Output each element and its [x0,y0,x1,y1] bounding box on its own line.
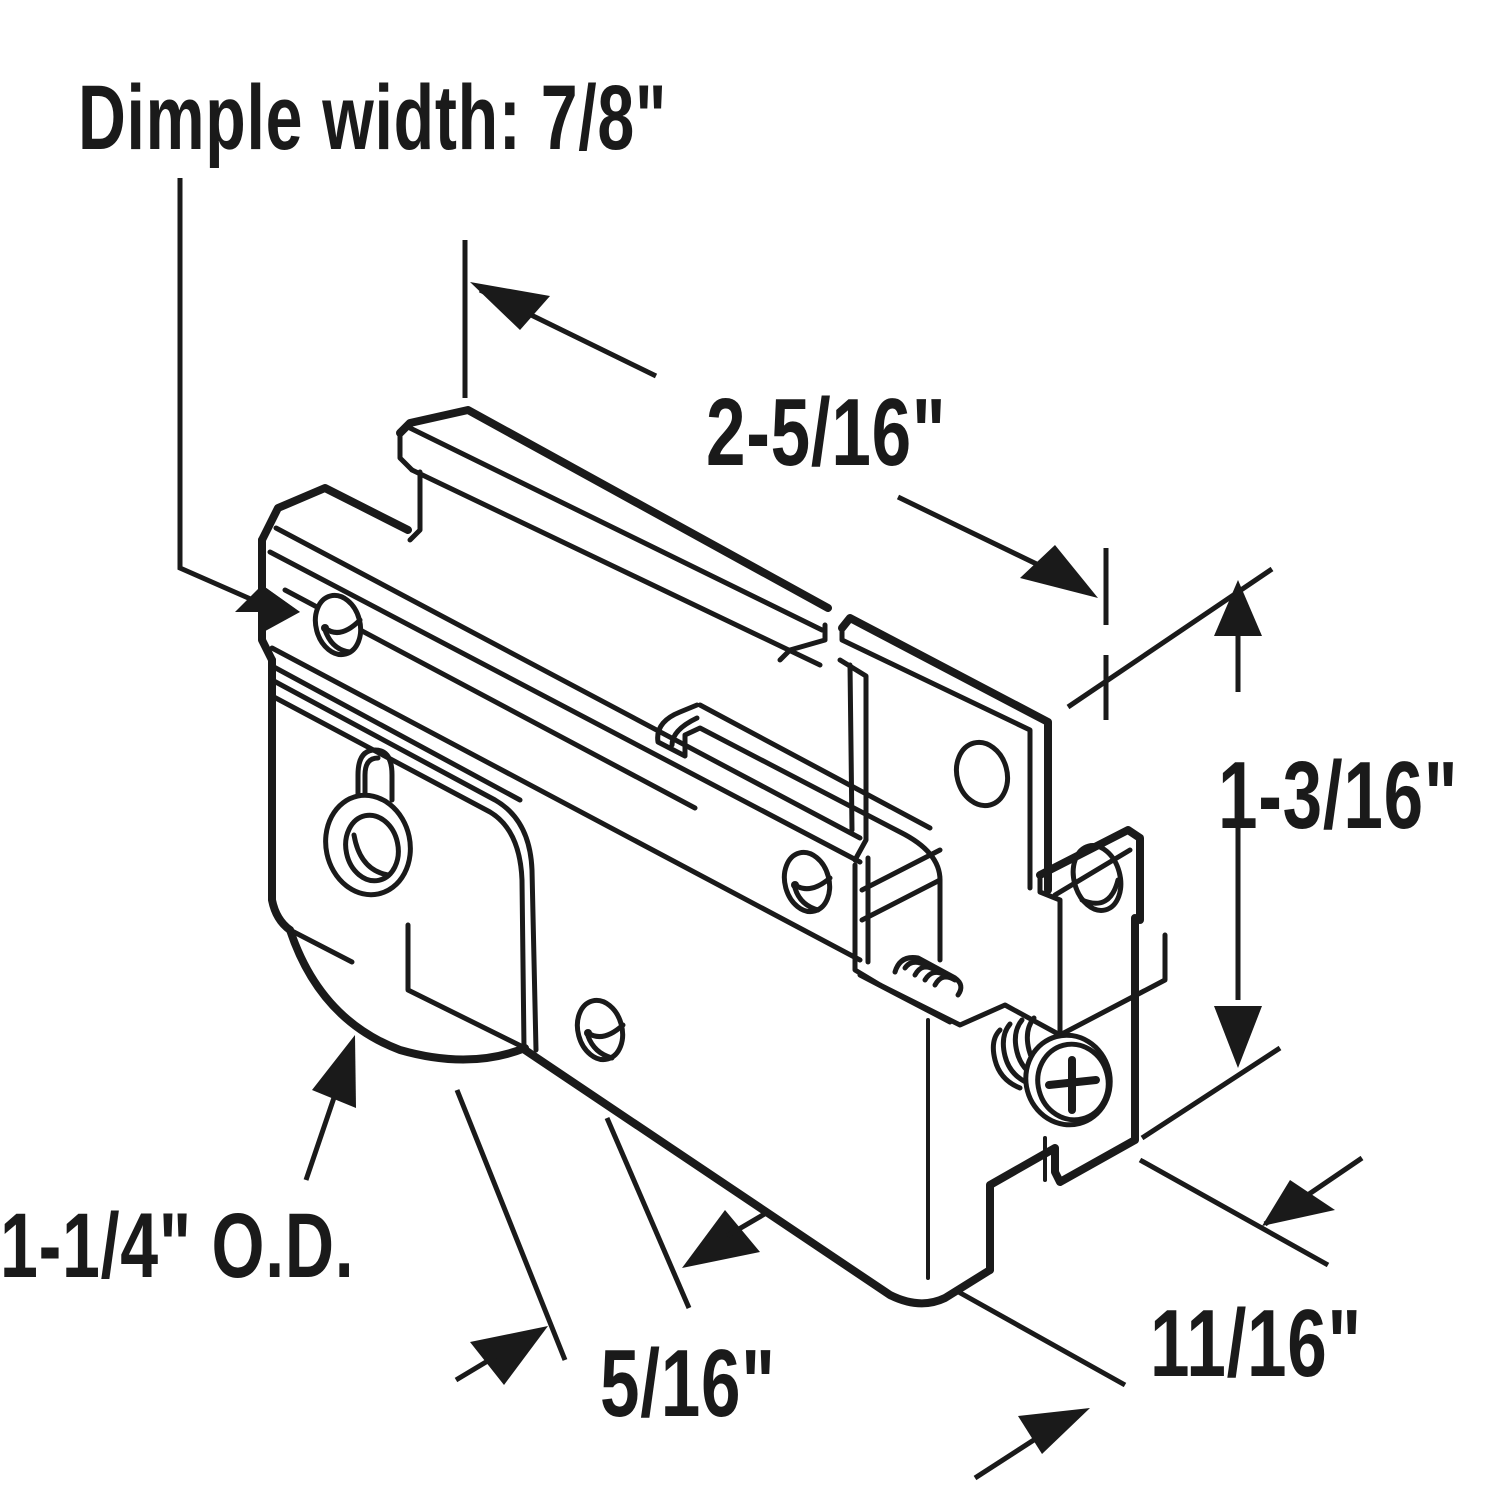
tread-arrow-left-icon [470,1326,548,1385]
wheel-diameter-label: 1-1/4" O.D. [0,1195,355,1297]
upper-plate-hole-icon [953,739,1011,809]
width-arrow-upper-icon [1262,1180,1335,1226]
axle-rivet [323,747,413,898]
housing [258,406,1168,1308]
width-arrow-lower-icon [1018,1408,1090,1454]
spring [892,955,964,998]
tread-arrow-right-icon [682,1210,760,1268]
height-dimension [1066,566,1282,1141]
width-dimension [953,1155,1364,1481]
tab-hole-icon [1070,843,1124,913]
length-arrow-right-icon [1020,545,1098,598]
od-dimension [303,1035,356,1181]
od-arrow-icon [312,1035,356,1108]
roller-wheel [286,922,529,1064]
height-arrow-down-icon [1214,1006,1262,1068]
tread-dimension [454,1089,770,1385]
housing-length-label: 2-5/16" [706,379,947,486]
wheel-tread-width-label: 5/16" [600,1330,776,1437]
height-arrow-up-icon [1214,580,1262,636]
housing-width-label: 11/16" [1150,1290,1362,1397]
length-arrow-left-icon [470,282,550,330]
adjustment-screw [990,1015,1113,1128]
dimple-screw-lower [574,997,626,1063]
dimple-screw-middle [781,849,833,915]
axle-bushing-icon [323,792,413,898]
dimple-leader [177,178,300,635]
length-dimension [462,240,1109,720]
dimple-width-label: Dimple width: 7/8" [78,67,668,169]
dimple-screw-top [312,592,364,658]
housing-height-label: 1-3/16" [1218,742,1459,849]
